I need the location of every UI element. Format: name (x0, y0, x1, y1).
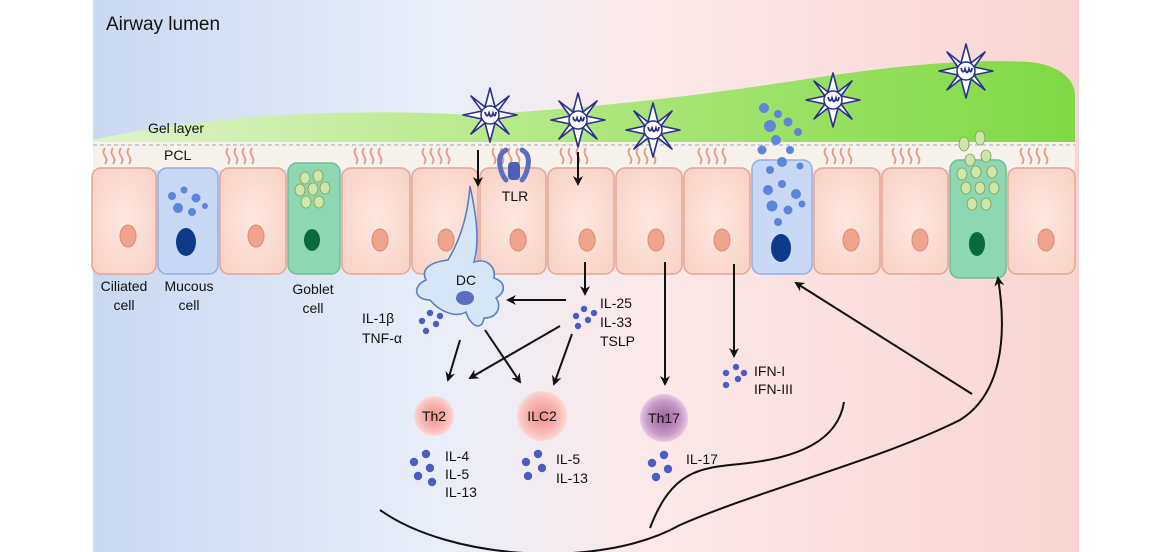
cytokine-dot-icon (722, 363, 748, 389)
cytokine-dot-icon (521, 449, 547, 481)
goblet-cell-label: Goblet (292, 281, 333, 297)
pathway-arrows (379, 150, 1005, 552)
pcl-layer (93, 142, 1075, 170)
nucleus (371, 228, 389, 252)
th17-cytokine-label: IL-17 (686, 451, 718, 467)
ciliated-cell-label: Ciliated (101, 278, 148, 294)
curve-to-goblet-cell (379, 276, 1005, 552)
mucous-cell-label: Mucous (164, 278, 213, 294)
epithelium (91, 103, 1076, 279)
goblet-granules (294, 169, 331, 209)
ciliated-cell (91, 167, 157, 275)
dendritic-cell (415, 185, 505, 327)
ciliated-cell (813, 167, 881, 275)
mucous-nucleus (771, 234, 791, 262)
ciliated-cell (881, 167, 949, 275)
pcl-label: PCL (164, 147, 191, 163)
arrow-cytokines-to-ilc2 (552, 333, 573, 386)
ciliated-cell (1007, 167, 1076, 275)
epithelial-cytokine-label: IL-33 (600, 314, 632, 330)
goblet-granules (956, 130, 1000, 211)
nucleus (647, 228, 665, 252)
ciliated-cell (683, 167, 751, 275)
virus-icon (805, 72, 861, 128)
dc-label: DC (456, 272, 476, 288)
goblet-nucleus (304, 229, 320, 251)
cytokine-dot-icon (409, 449, 437, 487)
virus-icon (625, 102, 681, 158)
dc-cytokine-label: IL-1β (362, 310, 394, 326)
nucleus (578, 228, 596, 252)
th17-cell (640, 394, 688, 442)
goblet-nucleus (969, 232, 985, 256)
goblet-cell-label-line2: cell (302, 300, 323, 316)
th2-cell (414, 396, 454, 436)
th2-label: Th2 (422, 408, 446, 424)
th2-cytokine-label: IL-5 (445, 466, 469, 482)
virus-icon (938, 43, 994, 99)
nucleus (1037, 228, 1055, 252)
gel-layer-label: Gel layer (148, 120, 204, 136)
mucous-cell-label-line2: cell (178, 297, 199, 313)
ciliated-cell-label-line2: cell (113, 297, 134, 313)
nucleus (247, 224, 265, 248)
th17-label: Th17 (648, 410, 680, 426)
th2-cytokine-label: IL-4 (445, 448, 469, 464)
arrow-cytokines-to-th2 (468, 325, 561, 380)
ciliated-cell (547, 167, 615, 275)
virus-icon (462, 87, 518, 143)
nucleus (911, 228, 929, 252)
nucleus (119, 224, 137, 248)
arrow-dc-to-th2 (445, 339, 461, 382)
nucleus (842, 228, 860, 252)
dc-nucleus (456, 291, 474, 305)
cytokine-dot-icon (647, 450, 673, 482)
secreted-mucus-granules (757, 103, 804, 174)
ciliated-cell (615, 167, 683, 275)
th2-cytokine-label: IL-13 (445, 484, 477, 500)
ilc2-cytokine-label: IL-5 (556, 451, 580, 467)
arrow-to-mucous-cell (794, 281, 973, 395)
curve-from-ifn (649, 401, 845, 529)
mucous-cell (157, 167, 219, 275)
ciliated-cell (479, 167, 547, 275)
epithelial-cytokine-label: IL-25 (600, 295, 632, 311)
arrow-dc-to-ilc2 (484, 329, 522, 384)
epithelial-cytokine-label: TSLP (600, 333, 635, 349)
nucleus (509, 228, 527, 252)
tlr-receptor-icon (497, 147, 531, 183)
nucleus (713, 228, 731, 252)
tlr-label: TLR (502, 188, 528, 204)
mucous-granules (168, 186, 208, 216)
virus-icon (550, 92, 606, 148)
ilc2-label: ILC2 (527, 408, 557, 424)
mucous-granules (763, 180, 806, 226)
gel-layer (93, 61, 1075, 142)
ciliated-cell (341, 167, 411, 275)
ifn-label: IFN-III (754, 381, 793, 397)
cytokine-dot-icon (418, 309, 444, 335)
mucous-nucleus (176, 228, 196, 256)
ciliated-cell (219, 167, 287, 275)
ilc2-cell (517, 391, 567, 441)
dc-cytokine-label: TNF-α (362, 330, 402, 346)
cytokine-dot-icon (572, 305, 598, 330)
nucleus (437, 228, 455, 252)
ifn-label: IFN-I (754, 363, 785, 379)
page-title: Airway lumen (106, 14, 220, 35)
ilc2-cytokine-label: IL-13 (556, 470, 588, 486)
